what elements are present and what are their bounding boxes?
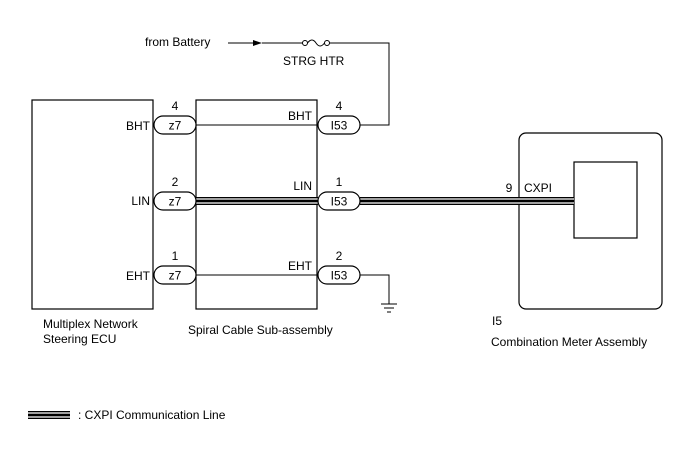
meter-cxpi-label: CXPI — [524, 181, 552, 195]
spiral-bht-connector: I53 — [317, 115, 361, 135]
ecu-lin-label: LIN — [131, 194, 150, 208]
fuse-symbol — [302, 39, 330, 47]
spiral-bht-pin: 4 — [336, 99, 343, 113]
ecu-eht-connector: z7 — [153, 265, 197, 285]
svg-text:I53: I53 — [331, 195, 348, 209]
svg-text:z7: z7 — [169, 269, 182, 283]
combination-meter-name: Combination Meter Assembly — [491, 335, 647, 349]
fuse-to-bht-wire — [329, 42, 390, 126]
battery-label: from Battery — [145, 35, 210, 49]
spiral-eht-pin: 2 — [336, 249, 343, 263]
ground-icon — [381, 303, 397, 313]
spiral-eht-connector: I53 — [317, 265, 361, 285]
ground-wire — [360, 274, 390, 304]
combination-meter-inner-module — [573, 161, 638, 239]
ecu-lin-pin: 2 — [172, 175, 179, 189]
svg-text:z7: z7 — [169, 119, 182, 133]
combination-meter-code: I5 — [492, 314, 502, 328]
spiral-lin-connector: I53 — [317, 191, 361, 211]
ecu-bht-pin: 4 — [172, 99, 179, 113]
lin-cxpi-line-ecu-to-spiral — [196, 197, 318, 205]
svg-text:I53: I53 — [331, 269, 348, 283]
spiral-lin-pin: 1 — [336, 175, 343, 189]
spiral-cable-name: Spiral Cable Sub-assembly — [188, 323, 333, 337]
steering-ecu-box — [31, 99, 154, 310]
cxpi-legend-label: : CXPI Communication Line — [78, 408, 226, 422]
fuse-label: STRG HTR — [283, 54, 345, 68]
spiral-bht-label: BHT — [288, 109, 313, 123]
ecu-eht-label: EHT — [126, 269, 151, 283]
lin-cxpi-line-spiral-to-meter — [360, 197, 574, 205]
steering-ecu-name-line2: Steering ECU — [43, 332, 116, 346]
spiral-lin-label: LIN — [293, 179, 312, 193]
battery-arrow — [228, 40, 262, 46]
spiral-eht-label: EHT — [288, 259, 313, 273]
meter-cxpi-pin: 9 — [506, 181, 513, 195]
ecu-eht-pin: 1 — [172, 249, 179, 263]
ecu-bht-label: BHT — [126, 119, 151, 133]
cxpi-legend-symbol — [28, 411, 70, 419]
ecu-bht-connector: z7 — [153, 115, 197, 135]
ecu-lin-connector: z7 — [153, 191, 197, 211]
svg-text:I53: I53 — [331, 119, 348, 133]
steering-ecu-name-line1: Multiplex Network — [43, 317, 139, 331]
svg-text:z7: z7 — [169, 195, 182, 209]
